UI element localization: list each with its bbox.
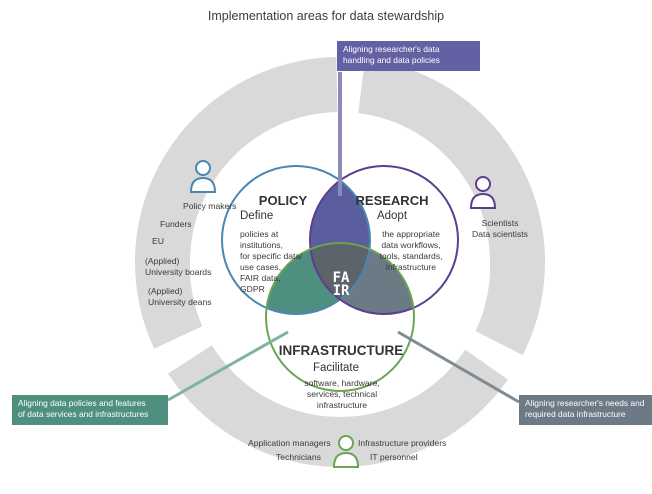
research-verb: Adopt <box>376 210 408 222</box>
callout-line: handling and data policies <box>343 55 440 65</box>
research-line: tools, standards, <box>379 251 443 261</box>
fair-line: FA <box>332 270 350 286</box>
callout-policy-research: Aligning researcher's data handling and … <box>337 41 480 71</box>
policy-verb: Define <box>240 210 274 222</box>
person-icon-infrastructure-head <box>338 435 354 451</box>
actor-line: University deans <box>148 297 212 307</box>
policy-circle <box>221 165 371 315</box>
fair-center-label: FA IR <box>326 270 356 299</box>
actor-funders: Funders <box>160 219 192 229</box>
policy-heading: POLICY <box>258 193 308 208</box>
overlap-policy-infrastructure <box>266 243 370 314</box>
research-line: data workflows, <box>381 240 441 250</box>
diagram-title: Implementation areas for data stewardshi… <box>207 9 445 23</box>
policy-line: policies at <box>240 229 279 239</box>
actor-infrastructure-providers: Infrastructure providers <box>358 438 447 448</box>
person-icon-research-head <box>475 176 491 192</box>
connector-right <box>397 330 520 404</box>
policy-line: GDPR <box>240 284 265 294</box>
actor-eu: EU <box>152 236 164 246</box>
actor-technicians: Technicians <box>276 452 321 462</box>
actor-university-boards: (Applied) University boards <box>145 256 211 278</box>
research-circle <box>309 165 459 315</box>
overlap-research-infrastructure <box>310 243 414 314</box>
fair-line: IR <box>332 283 350 299</box>
ring-sector-infrastructure <box>168 343 508 467</box>
ring-sector-research <box>358 58 545 356</box>
actor-data-scientists: Data scientists <box>472 229 528 239</box>
actor-line: University boards <box>145 267 212 277</box>
callout-line: Aligning data policies and features <box>18 398 146 408</box>
person-icon-infrastructure-body <box>332 451 360 468</box>
infrastructure-line: infrastructure <box>316 400 368 410</box>
callout-policy-infrastructure: Aligning data policies and features of d… <box>12 395 168 425</box>
callout-line: Aligning researcher's data <box>343 44 440 54</box>
infrastructure-verb: Facilitate <box>312 362 360 374</box>
connector-left <box>167 330 289 402</box>
infrastructure-description: software, hardware, services, technical … <box>292 378 392 411</box>
callout-line: Aligning researcher's needs and <box>525 398 645 408</box>
person-icon-policy-body <box>189 176 217 193</box>
infrastructure-circle <box>265 242 415 392</box>
callout-line: required data infrastructure <box>525 409 626 419</box>
policy-line: use cases, <box>240 262 282 272</box>
actor-line: (Applied) <box>148 286 183 296</box>
actor-policy-makers: Policy makers <box>183 201 237 211</box>
research-line: the appropriate <box>382 229 440 239</box>
policy-description: policies at institutions, for specific d… <box>240 229 303 295</box>
research-actors: Scientists Data scientists <box>464 218 536 240</box>
person-icon-research-body <box>469 192 497 209</box>
person-icon-policy-head <box>195 160 211 176</box>
research-heading: RESEARCH <box>355 193 429 208</box>
research-description: the appropriate data workflows, tools, s… <box>368 229 454 273</box>
infrastructure-line: software, hardware, <box>304 378 380 388</box>
callout-line: of data services and infrastructures <box>18 409 149 419</box>
policy-line: FAIR data, <box>240 273 281 283</box>
actor-scientists: Scientists <box>481 218 519 228</box>
research-line: infrastructure <box>385 262 437 272</box>
actor-line: (Applied) <box>145 256 180 266</box>
actor-university-deans: (Applied) University deans <box>148 286 212 308</box>
ring-sector-policy <box>135 57 338 349</box>
actor-application-managers: Application managers <box>248 438 331 448</box>
policy-line: institutions, <box>240 240 283 250</box>
callout-research-infrastructure: Aligning researcher's needs and required… <box>519 395 652 425</box>
policy-line: for specific data/ <box>240 251 303 261</box>
actor-it-personnel: IT personnel <box>370 452 418 462</box>
infrastructure-line: services, technical <box>306 389 378 399</box>
infrastructure-heading: INFRASTRUCTURE <box>278 343 404 358</box>
